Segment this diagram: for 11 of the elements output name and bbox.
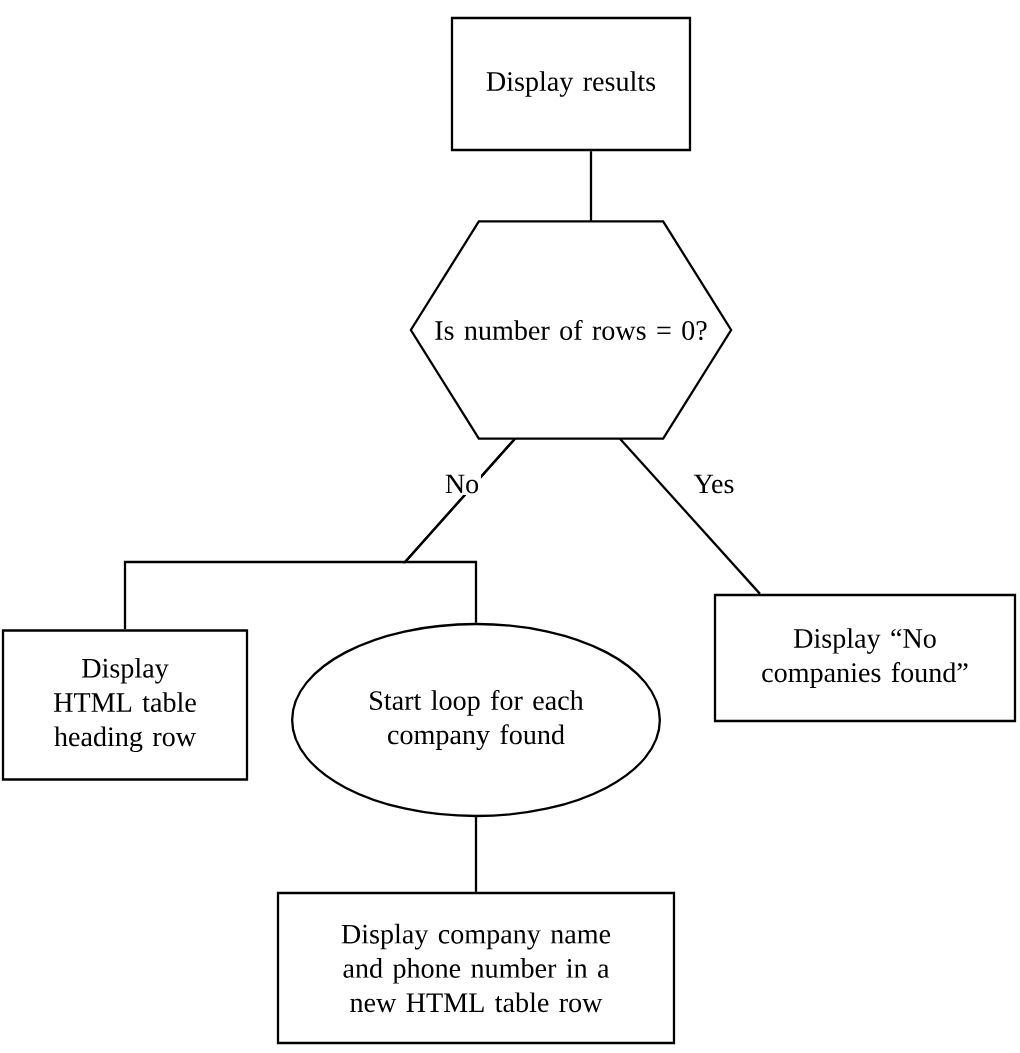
connector-line xyxy=(474,817,478,892)
decision-hexagon: Is number of rows = 0? xyxy=(409,220,733,440)
edge-label: Yes xyxy=(691,472,737,496)
process-box: Display results xyxy=(450,16,692,152)
process-box: Display company name and phone number in a new HTML table row xyxy=(276,891,676,1045)
connector-line xyxy=(589,151,593,222)
process-box: Display “No companies found” xyxy=(713,593,1017,723)
connector-line xyxy=(402,437,516,623)
connector-line xyxy=(619,437,761,595)
edge-label: No xyxy=(443,472,481,496)
process-box: Display HTML table heading row xyxy=(1,629,249,781)
